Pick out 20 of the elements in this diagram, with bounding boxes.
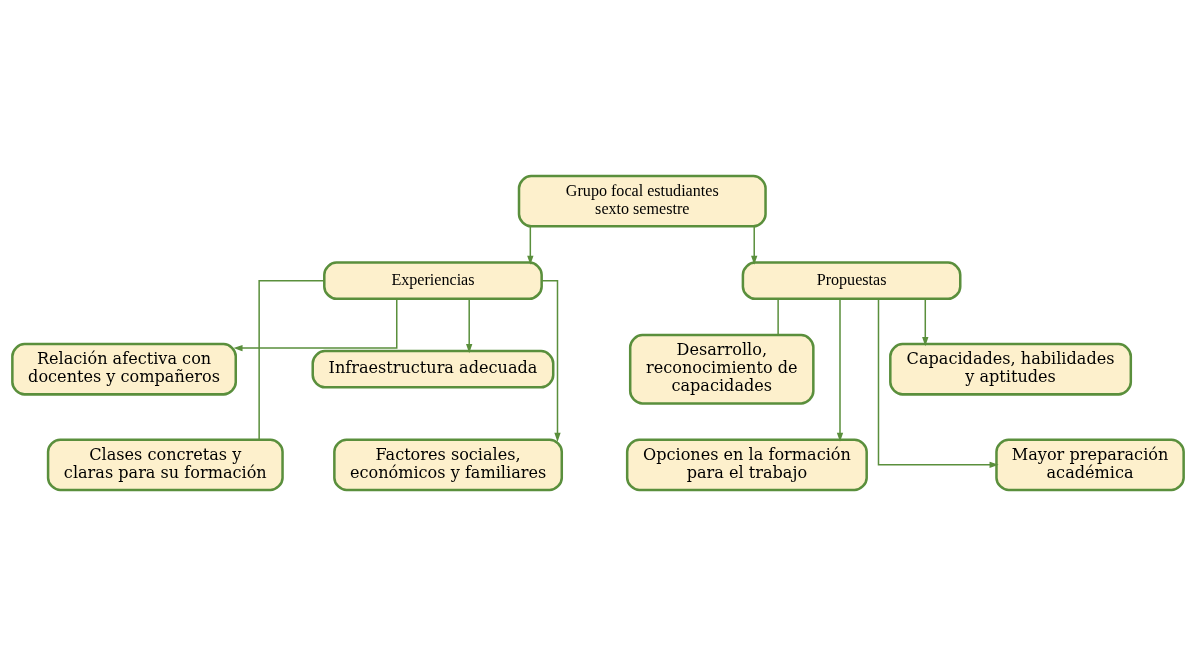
node-box: Experiencias [323,261,543,301]
arrow [466,298,473,354]
arrow [527,226,534,265]
arrow [836,298,844,442]
arrow [233,298,398,352]
node-box: Mayor preparación académica [995,438,1185,492]
node-box: Desarrollo, reconocimiento de capacidades [628,333,815,405]
node-box: Infraestructura adecuada [311,349,555,389]
node-box: Clases concretas y claras para su formación [46,438,284,492]
connector [258,279,325,441]
node-box: Capacidades, habilidades y aptitudes [889,342,1133,396]
connector [777,298,779,336]
arrow [922,298,929,347]
arrow [751,226,758,265]
node-box: Relación afectiva con docentes y compañeros [11,342,237,396]
node-box: Propuestas [741,261,962,301]
node-box: Factores sociales, económicos y familiares [333,438,564,492]
node-box: Grupo focal estudiantes sexto semestre [517,174,767,228]
node-box: Opciones en la formación para el trabajo [625,438,868,492]
arrow [877,298,999,468]
